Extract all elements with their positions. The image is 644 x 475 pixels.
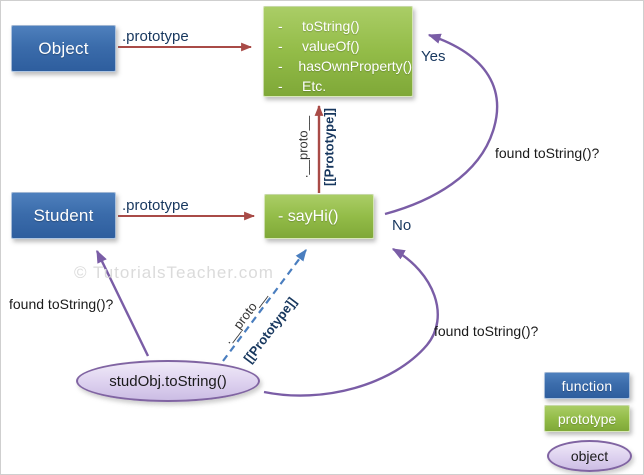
prototype-label-mid: .prototype (122, 197, 189, 214)
object-function-box: Object (11, 25, 116, 72)
lookup-arrow-to-student (95, 249, 150, 357)
proto-label-vertical: .__proto__ (295, 115, 311, 179)
legend-object-ellipse: object (547, 440, 632, 472)
yes-label: Yes (421, 48, 446, 65)
legend-prototype-box: prototype (544, 405, 630, 432)
prototype-label-top: .prototype (122, 28, 189, 45)
object-prototype-box: - toString() - valueOf() - hasOwnPropert… (263, 6, 413, 97)
lookup-curve-to-sayhi (263, 247, 439, 397)
method-name: valueOf() (302, 38, 360, 54)
method-item: - hasOwnProperty() (278, 56, 412, 76)
method-name: toString() (302, 18, 360, 34)
method-item: - Etc. (278, 76, 412, 96)
bullet: - (278, 78, 283, 94)
no-label: No (392, 217, 412, 234)
prototype-bracket-label-vertical: [[Prototype]] (321, 108, 337, 186)
yes-curve-to-methods (384, 33, 499, 216)
watermark: © TutorialsTeacher.com (74, 263, 274, 282)
method-name: Etc. (302, 78, 327, 94)
studobj-object-ellipse: studObj.toString() (76, 360, 260, 402)
legend-object-label: object (570, 448, 609, 464)
sayhi-label: - sayHi() (278, 207, 339, 225)
object-function-label: Object (38, 38, 89, 58)
student-function-label: Student (33, 205, 94, 225)
found-tostring-label-top-right: found toString()? (495, 145, 600, 161)
legend-function-label: function (561, 377, 613, 394)
legend-function-box: function (544, 372, 630, 399)
found-tostring-label-bottom-right: found toString()? (434, 323, 539, 339)
student-function-box: Student (11, 192, 116, 239)
method-item: - valueOf() (278, 36, 412, 56)
bullet: - (278, 58, 283, 74)
bullet: - (278, 38, 283, 54)
method-item: - toString() (278, 16, 412, 36)
found-tostring-label-left: found toString()? (9, 296, 114, 312)
method-name: hasOwnProperty() (298, 58, 412, 74)
studobj-label: studObj.toString() (109, 372, 227, 390)
bullet: - (278, 18, 283, 34)
student-prototype-box: - sayHi() (264, 194, 374, 239)
legend-prototype-label: prototype (557, 410, 617, 427)
